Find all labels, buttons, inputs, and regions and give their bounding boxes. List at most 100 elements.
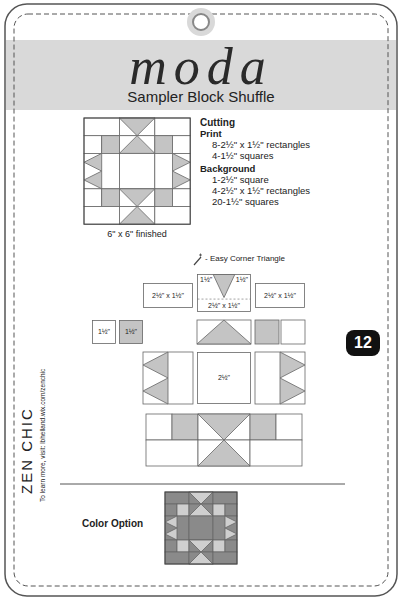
patch (213, 492, 237, 504)
block-border (165, 492, 237, 564)
patch (155, 153, 190, 188)
patch (213, 516, 237, 540)
patch (165, 540, 177, 552)
patch (173, 136, 191, 154)
wand-icon (194, 257, 201, 265)
triangle (213, 275, 235, 298)
dimension: 6" x 6" finished (107, 230, 166, 240)
page-number: 12 (353, 334, 373, 352)
triangle (198, 414, 250, 440)
patch (250, 440, 302, 466)
brand-name: ZEN CHIC (19, 407, 36, 494)
brand-logo: moda (129, 38, 273, 95)
patch (225, 504, 237, 516)
patch (189, 492, 213, 504)
cut-size: 2½" x 1½" (263, 292, 297, 300)
patch (119, 153, 154, 188)
card-outline (5, 4, 397, 596)
triangle (165, 528, 177, 540)
triangle (119, 189, 154, 207)
cut-size: 1½" (97, 328, 111, 336)
patch (84, 118, 119, 136)
patch (165, 492, 189, 504)
patch (177, 504, 189, 516)
triangle (225, 528, 237, 540)
triangle (280, 352, 305, 378)
patch (165, 552, 189, 564)
patch (213, 552, 237, 564)
seam-line (198, 299, 251, 300)
patch (155, 118, 190, 136)
wand-spark (199, 254, 202, 257)
patch (102, 189, 120, 207)
triangle (119, 207, 154, 225)
patch (198, 353, 251, 404)
patch (146, 440, 198, 466)
triangle (119, 136, 154, 154)
stitching (14, 14, 388, 586)
section-heading: Color Option (82, 518, 143, 529)
triangle (280, 378, 305, 404)
patch (119, 118, 154, 136)
section-heading: Print (200, 129, 222, 139)
patch (102, 136, 120, 154)
patch (213, 540, 225, 552)
triangle (119, 118, 154, 136)
patch (189, 504, 213, 516)
fabric-square: 1½" (119, 320, 143, 344)
cut-size: 1½" (199, 276, 213, 284)
patch (165, 504, 177, 516)
triangle (189, 552, 213, 564)
cutting-item: 8-2½" x 1½" rectangles (212, 140, 310, 150)
patch (250, 414, 276, 440)
patch (177, 540, 189, 552)
patch (84, 153, 119, 188)
divider (60, 484, 345, 485)
patch (189, 540, 213, 552)
patch (120, 321, 143, 344)
patch (172, 414, 198, 440)
patch (84, 136, 102, 154)
cutting-item: 1-2½" square (212, 175, 269, 185)
triangle (197, 320, 251, 344)
flying-geese-unit: 1½"1½"2½" x 1½" (197, 274, 251, 312)
patch (119, 189, 154, 207)
triangle (189, 540, 213, 552)
patch (155, 136, 173, 154)
triangle (143, 378, 168, 404)
finished-block (84, 118, 190, 224)
cutting-item: 4-2½" x 1½" rectangles (212, 186, 310, 196)
patch (119, 207, 154, 225)
fabric-square: 1½" (92, 320, 116, 344)
triangle (173, 153, 191, 171)
patch (93, 321, 116, 344)
cut-size: 2½" (217, 374, 231, 382)
color-option-block (165, 492, 237, 564)
patch (198, 414, 250, 440)
patch (225, 540, 237, 552)
triangle (84, 171, 102, 189)
triangle (173, 171, 191, 189)
triangle (165, 516, 177, 528)
web-note: To learn more, visit: lbhelland.wix.com/… (39, 369, 46, 502)
patch (143, 352, 193, 404)
tab-shape (346, 330, 380, 356)
exploded-pieces (143, 320, 305, 404)
triangle (189, 492, 213, 504)
patch (255, 352, 305, 404)
triangle (143, 352, 168, 378)
triangle (84, 153, 102, 171)
patch (144, 284, 193, 308)
patch (155, 207, 190, 225)
patch (146, 414, 172, 440)
patch (255, 320, 279, 344)
hole-ring (187, 8, 215, 36)
patch (119, 136, 154, 154)
legend-note: - Easy Corner Triangle (205, 255, 285, 264)
cut-size: 2½" x 1½" (151, 292, 185, 300)
cutting-item: 4-1½" squares (212, 151, 273, 161)
fabric-rectangle: 2½" x 1½" (143, 283, 193, 308)
patch (197, 320, 251, 344)
assembled-strip (146, 414, 302, 466)
